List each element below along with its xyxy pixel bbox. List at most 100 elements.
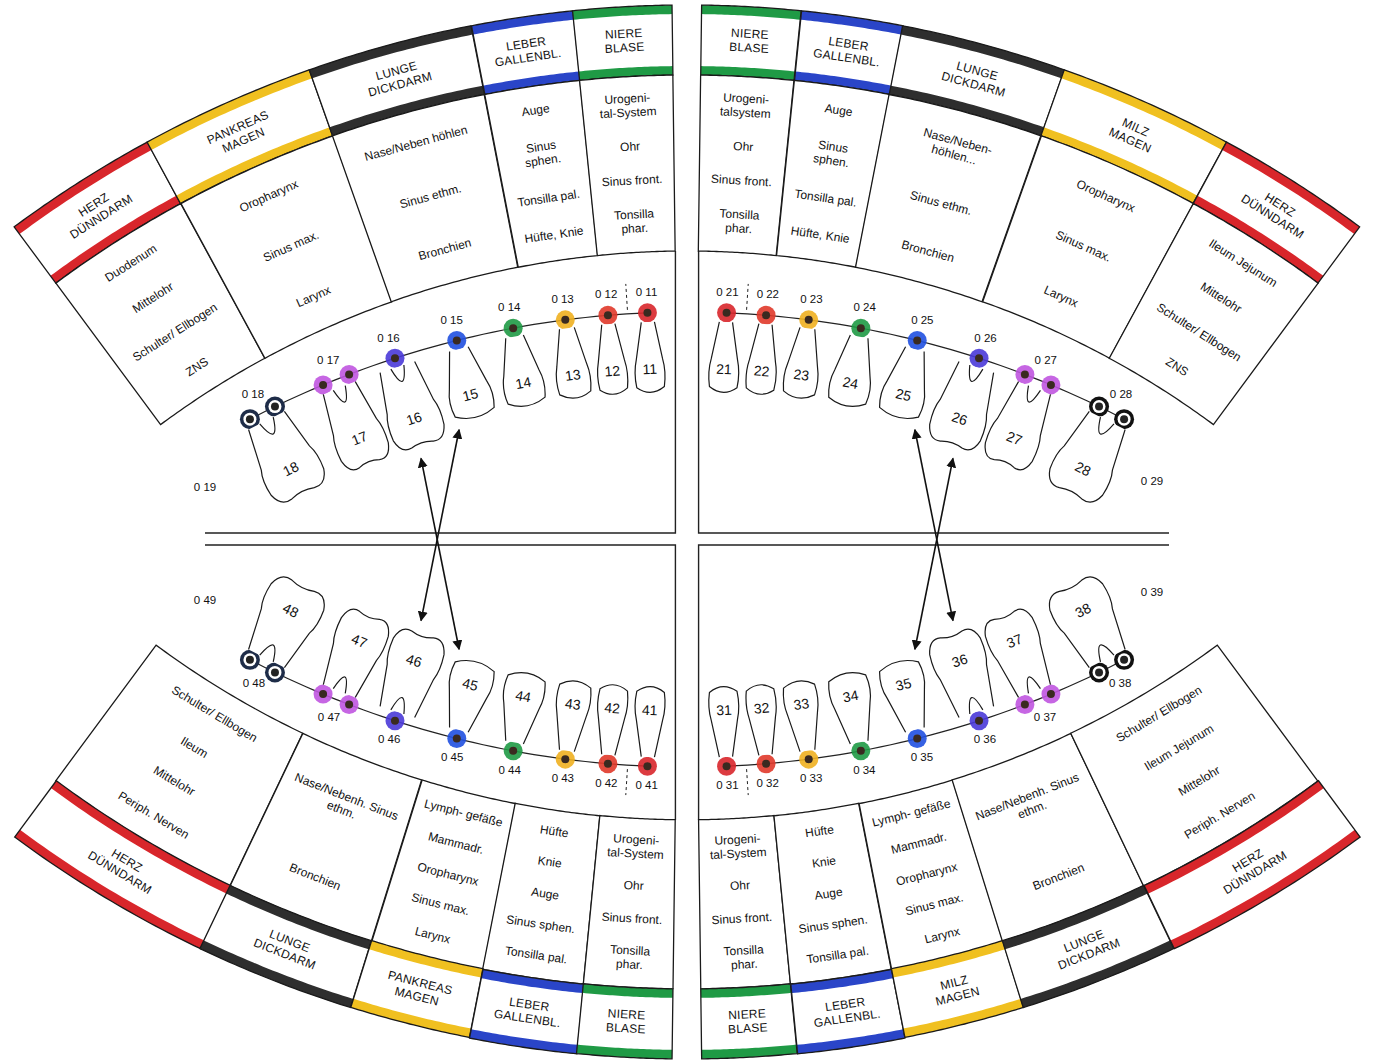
point-ring <box>799 310 818 329</box>
point-ring <box>757 754 776 773</box>
point-core <box>1047 690 1055 698</box>
organ-label: NIERE BLASE <box>604 27 645 57</box>
measuring-point <box>1041 375 1060 394</box>
tooth-number: 17 <box>349 427 369 448</box>
organ-band: NIERE BLASE <box>695 1 805 84</box>
tooth-outline <box>877 656 936 735</box>
indication-text: Hüfte, Knie <box>786 224 854 247</box>
tooth-number: 36 <box>950 651 970 671</box>
tooth-number: 12 <box>604 363 621 380</box>
tooth-outline <box>1044 572 1134 672</box>
point-core <box>561 755 569 763</box>
tooth: 11 <box>631 321 667 396</box>
indication-text: Nase/Neben höhlen <box>358 122 476 166</box>
point-core <box>762 311 770 319</box>
point-ring <box>1015 695 1034 714</box>
point-ring <box>717 757 736 776</box>
tooth-shape <box>743 323 782 399</box>
organ-label: MILZ MAGEN <box>1107 113 1159 157</box>
shape-outline <box>583 815 682 990</box>
relation-arrow <box>915 458 953 649</box>
point-label: 0 34 <box>853 763 875 776</box>
shape-outline <box>1138 777 1362 953</box>
measuring-point <box>447 729 466 748</box>
point-label: 0 22 <box>757 288 779 301</box>
tooth-shape <box>631 321 667 396</box>
point-label: 0 24 <box>853 301 875 314</box>
tooth-outline-group <box>826 669 879 746</box>
tooth-shape <box>238 569 332 672</box>
point-core <box>913 735 921 743</box>
indication-text: Ohr <box>602 878 665 895</box>
tooth-number: 11 <box>642 361 657 378</box>
tooth-outline <box>980 606 1058 701</box>
indication-text: Knie <box>513 851 586 875</box>
tooth-text-box: 11 <box>633 354 667 385</box>
measuring-point <box>970 349 989 368</box>
tooth: 44 <box>493 665 551 746</box>
tooth-shape <box>743 680 782 756</box>
band-text-box: NIERE BLASE <box>582 13 667 70</box>
indication-text: Sinus sphen. <box>797 136 867 173</box>
shape-outline <box>692 815 791 990</box>
band-stripe <box>790 969 893 994</box>
shape-outline <box>888 940 1024 1039</box>
indication-text: Sinus ethm. <box>372 175 490 219</box>
indication-text: Auge <box>804 99 872 122</box>
indication-text: Auge <box>792 882 865 906</box>
measuring-point <box>504 741 523 760</box>
relation-arrow <box>421 430 459 621</box>
tooth: 35 <box>874 652 938 735</box>
tooth-outline-group <box>980 378 1058 473</box>
band-stripe <box>48 780 231 898</box>
point-core <box>1047 381 1055 389</box>
tooth-outline <box>550 327 593 401</box>
indication-text: Tonsilla phar. <box>706 207 772 238</box>
shape-fill <box>698 4 802 81</box>
point-ring <box>504 741 523 760</box>
tooth-outline-group <box>438 344 497 423</box>
indication-text: Oropharynx <box>885 858 969 892</box>
tooth-outline-group <box>240 572 330 672</box>
point-label: 0 12 <box>595 288 617 301</box>
tooth: 41 <box>631 683 667 758</box>
tooth-outline <box>438 344 497 423</box>
tooth-text-box: 22 <box>744 355 779 387</box>
indication-text: Tonsilla pal. <box>791 187 859 210</box>
point-core <box>391 354 399 362</box>
point-core <box>643 762 651 770</box>
point-label: 0 48 <box>243 677 265 690</box>
point-ring <box>504 319 523 338</box>
measuring-point <box>340 365 359 384</box>
point-core <box>604 311 612 319</box>
point-ring <box>556 310 575 329</box>
tooth-text-box: 32 <box>744 691 779 723</box>
point-ring <box>970 349 989 368</box>
tooth-outline-group <box>745 323 781 396</box>
indication-text: Sinus ethm. <box>882 182 1000 226</box>
measuring-point <box>504 319 523 338</box>
point-core <box>723 762 731 770</box>
tooth-number: 25 <box>894 385 913 404</box>
point-label: 0 15 <box>440 314 462 327</box>
tooth: 31 <box>707 683 743 758</box>
point-label: 0 41 <box>635 779 657 792</box>
organ-label: LEBER GALLENBL. <box>492 33 562 70</box>
tooth-shape <box>592 680 631 756</box>
organ-label: LEBER GALLENBL. <box>811 994 881 1031</box>
tooth: 33 <box>780 674 827 752</box>
tooth-number: 42 <box>604 699 621 716</box>
point-ring <box>447 331 466 350</box>
indication-text: Urogeni- tal-System <box>595 91 661 122</box>
tooth-outline-group <box>826 333 879 410</box>
point-ring <box>385 349 404 368</box>
indication-text: Nase/Nebenh. Sinus ethm. <box>972 770 1089 837</box>
organ-label: LEBER GALLENBL. <box>812 33 882 70</box>
tooth: 14 <box>493 333 551 414</box>
measuring-point <box>556 750 575 769</box>
point-label: 0 26 <box>974 332 996 345</box>
dashed-divider <box>626 769 628 795</box>
indication-sector: Urogeni- tal-SystemOhrSinus front.Tonsil… <box>580 812 685 993</box>
shape-outline <box>787 969 905 1055</box>
tooth-outline <box>1044 407 1134 507</box>
